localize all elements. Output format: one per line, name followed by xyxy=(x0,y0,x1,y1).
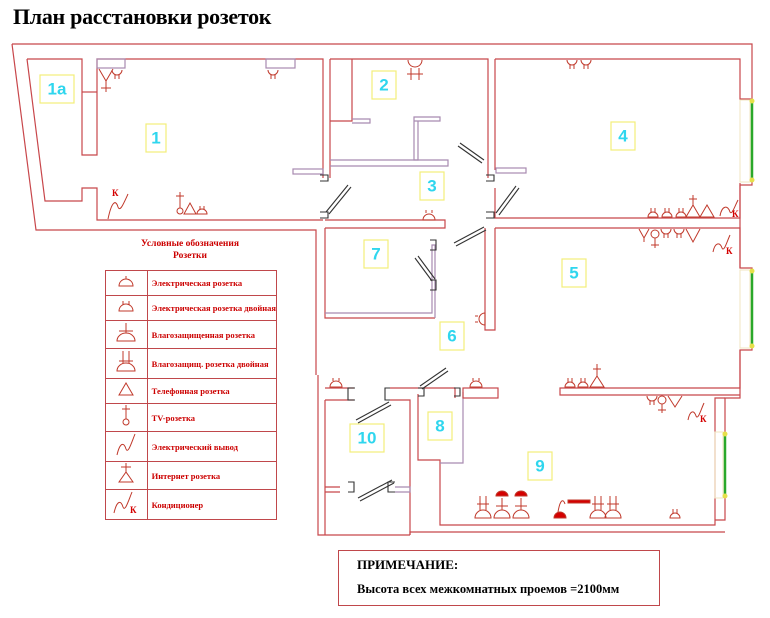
room-label-4: 4 xyxy=(610,121,636,151)
phone-socket-icon xyxy=(105,378,148,404)
plan-sockets: К К К К xyxy=(98,59,739,519)
legend-row: Влагозащищенная розетка xyxy=(105,320,278,349)
svg-text:7: 7 xyxy=(371,245,380,264)
page-title: План расстановки розеток xyxy=(13,4,272,29)
legend-row: Электрическая розетка двойная xyxy=(105,295,278,321)
room-label-5: 5 xyxy=(561,258,587,288)
svg-text:1: 1 xyxy=(151,129,160,148)
waterproof-double-socket-icon xyxy=(105,348,148,379)
legend-title-line1: Условные обозначения xyxy=(140,239,240,249)
room-label-10: 10 xyxy=(349,423,385,453)
room-1-walls xyxy=(26,58,324,221)
room-labels: 1а 1 2 3 4 5 6 7 8 9 10 xyxy=(39,70,636,481)
legend-row: К Кондиционер xyxy=(105,489,278,520)
room-label-1: 1 xyxy=(145,123,167,153)
svg-text:К: К xyxy=(700,414,707,424)
svg-text:К: К xyxy=(130,505,137,514)
room-label-8: 8 xyxy=(427,411,453,441)
room-label-9: 9 xyxy=(527,451,553,481)
legend-label: Кондиционер xyxy=(146,489,278,520)
room-label-3: 3 xyxy=(419,171,445,201)
room-5-6-walls xyxy=(324,228,741,396)
svg-text:8: 8 xyxy=(435,417,444,436)
legend-label: Влагозащищенная розетка xyxy=(146,320,278,349)
legend-label: Влагозащищ. розетка двойная xyxy=(146,348,278,379)
door-room-10 xyxy=(355,401,390,421)
svg-text:5: 5 xyxy=(569,264,578,283)
tv-socket-icon xyxy=(105,403,148,432)
waterproof-socket-icon xyxy=(105,320,148,349)
conditioner-icon: К xyxy=(105,489,148,520)
door-room-2 xyxy=(459,142,485,161)
legend-label: Электрическая розетка двойная xyxy=(146,295,278,321)
legend-label: TV-розетка xyxy=(146,403,278,432)
legend-row: Электрический вывод xyxy=(105,431,278,462)
room-label-7: 7 xyxy=(363,239,389,269)
door-room-5 xyxy=(453,226,485,244)
door-room-4 xyxy=(495,185,517,214)
legend-table: Электрическая розетка Электрическая розе… xyxy=(105,270,278,520)
room-4-walls xyxy=(494,58,752,268)
svg-text:10: 10 xyxy=(358,429,377,448)
internet-socket-icon xyxy=(105,461,148,490)
note-box: ПРИМЕЧАНИЕ: Высота всех межкомнатных про… xyxy=(338,550,660,606)
svg-text:1а: 1а xyxy=(48,80,67,99)
legend-row: Влагозащищ. розетка двойная xyxy=(105,348,278,379)
room-2-3-walls xyxy=(325,58,489,229)
svg-text:4: 4 xyxy=(618,127,628,146)
conditioner-mark-room-1: К xyxy=(112,188,119,198)
room-label-2: 2 xyxy=(371,70,397,100)
legend-label: Интернет розетка xyxy=(146,461,278,490)
svg-text:9: 9 xyxy=(535,457,544,476)
note-heading: ПРИМЕЧАНИЕ: xyxy=(357,557,459,572)
svg-text:К: К xyxy=(726,246,733,256)
room-8-9-10-walls xyxy=(324,387,725,535)
svg-text:2: 2 xyxy=(379,76,388,95)
door-room-8 xyxy=(419,367,447,387)
electric-outlet-icon xyxy=(105,431,148,462)
legend-row: Электрическая розетка xyxy=(105,270,278,296)
door-room-1 xyxy=(325,184,349,213)
legend-label: Электрический вывод xyxy=(146,431,278,462)
svg-text:3: 3 xyxy=(427,177,436,196)
legend-row: Интернет розетка xyxy=(105,461,278,490)
double-socket-icon xyxy=(105,295,148,321)
room-label-6: 6 xyxy=(439,321,465,351)
svg-text:К: К xyxy=(732,209,739,219)
legend-label: Телефонная розетка xyxy=(146,378,278,404)
windows xyxy=(714,98,755,499)
socket-icon xyxy=(105,270,148,296)
door-room-10b xyxy=(357,479,393,499)
legend-row: TV-розетка xyxy=(105,403,278,432)
svg-text:6: 6 xyxy=(447,327,456,346)
legend-row: Телефонная розетка xyxy=(105,378,278,404)
door-room-7 xyxy=(414,257,433,282)
legend-title-line2: Розетки xyxy=(173,251,207,261)
doors xyxy=(320,142,520,502)
note-text: Высота всех межкомнатных проемов =2100мм xyxy=(357,582,620,596)
room-label-1a: 1а xyxy=(39,74,75,104)
legend-title: Условные обозначения Розетки xyxy=(100,238,280,262)
legend-label: Электрическая розетка xyxy=(146,270,278,296)
